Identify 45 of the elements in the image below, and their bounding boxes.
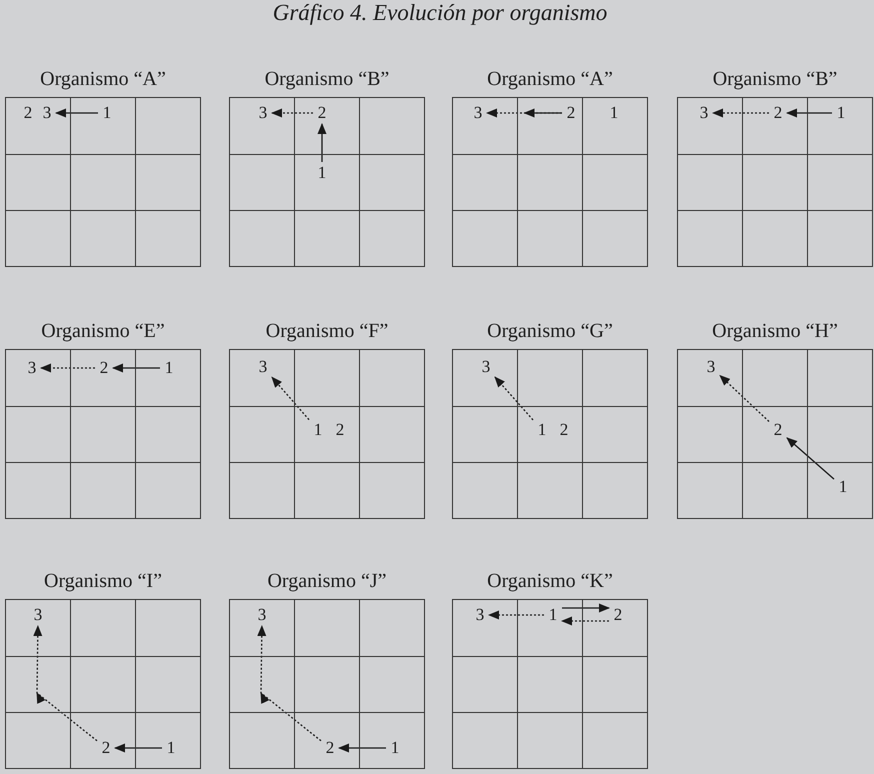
step-number: 2: [24, 104, 32, 122]
step-number: 2: [566, 104, 576, 122]
step-number: 1: [610, 104, 618, 122]
step-number: 1: [548, 606, 558, 624]
step-number: 1: [838, 478, 848, 496]
step-number: 3: [476, 606, 484, 624]
step-number: 3: [34, 606, 42, 624]
panel-heading: Organismo “B”: [712, 68, 838, 90]
step-number: 2: [774, 104, 782, 122]
step-number: 2: [774, 421, 782, 439]
step-number: 3: [42, 104, 52, 122]
panel-heading: Organismo “G”: [487, 320, 613, 342]
panel-heading: Organismo “A”: [40, 68, 166, 90]
step-number: 1: [102, 104, 112, 122]
step-number: 2: [336, 421, 344, 439]
step-number: 2: [100, 359, 108, 377]
step-number: 1: [390, 739, 400, 757]
panel-heading: Organismo “F”: [266, 320, 388, 342]
step-number: 3: [258, 104, 268, 122]
step-number: 2: [102, 739, 110, 757]
step-number: 1: [836, 104, 846, 122]
chart-title: Gráfico 4. Evolución por organismo: [272, 0, 608, 26]
step-number: 1: [164, 359, 174, 377]
step-number: 1: [166, 739, 176, 757]
step-number: 2: [326, 739, 334, 757]
step-number: 2: [614, 606, 622, 624]
panel-heading: Organismo “J”: [267, 570, 387, 592]
step-number: 2: [560, 421, 568, 439]
panel-heading: Organismo “B”: [264, 68, 390, 90]
panel-heading: Organismo “K”: [487, 570, 613, 592]
step-number: 3: [482, 358, 490, 376]
step-number: 1: [538, 421, 546, 439]
panel-heading: Organismo “H”: [712, 320, 838, 342]
step-number: 3: [706, 358, 716, 376]
step-number: 3: [474, 104, 482, 122]
step-number: 3: [28, 359, 36, 377]
panel-heading: Organismo “A”: [487, 68, 613, 90]
step-number: 2: [318, 104, 326, 122]
panel-heading: Organismo “I”: [44, 570, 162, 592]
step-number: 3: [700, 104, 708, 122]
panel-heading: Organismo “E”: [41, 320, 165, 342]
step-number: 1: [314, 421, 322, 439]
step-number: 1: [318, 164, 326, 182]
step-number: 3: [258, 358, 268, 376]
step-number: 3: [258, 606, 266, 624]
